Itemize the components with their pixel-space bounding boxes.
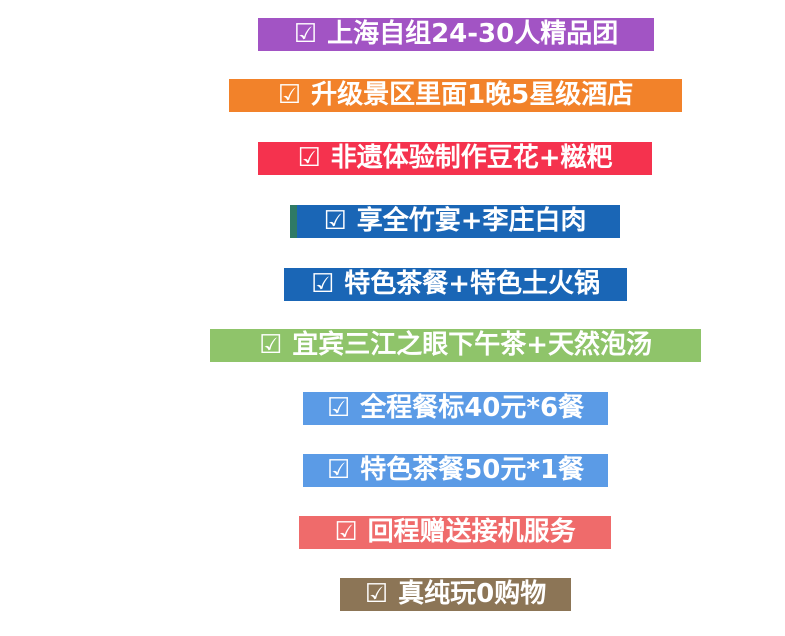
feature-tag-1: ☑ 上海自组24-30人精品团: [258, 18, 654, 51]
feature-label: 特色茶餐50元*1餐: [360, 455, 585, 485]
checkbox-icon: ☑: [277, 80, 302, 110]
checkbox-icon: ☑: [334, 517, 358, 547]
checkbox-icon: ☑: [310, 269, 335, 299]
feature-label: 上海自组24-30人精品团: [327, 19, 619, 49]
feature-label: 回程赠送接机服务: [367, 517, 576, 547]
feature-label: 特色茶餐+特色土火锅: [344, 269, 601, 299]
feature-label: 享全竹宴+李庄白肉: [356, 206, 587, 236]
feature-tag-6: ☑ 宜宾三江之眼下午茶+天然泡汤: [210, 329, 701, 362]
checkbox-icon: ☑: [297, 143, 321, 173]
tag-accent-stripe: [290, 205, 297, 238]
feature-tag-8: ☑ 特色茶餐50元*1餐: [303, 454, 608, 487]
feature-tag-5: ☑ 特色茶餐+特色土火锅: [284, 268, 627, 301]
feature-label: 宜宾三江之眼下午茶+天然泡汤: [292, 330, 653, 360]
feature-tag-9: ☑ 回程赠送接机服务: [299, 516, 611, 549]
checkbox-icon: ☑: [326, 455, 351, 485]
feature-tag-7: ☑ 全程餐标40元*6餐: [303, 392, 608, 425]
feature-tag-3: ☑ 非遗体验制作豆花+糍粑: [258, 142, 652, 175]
checkbox-icon: ☑: [323, 206, 347, 236]
feature-tag-4: ☑ 享全竹宴+李庄白肉: [290, 205, 620, 238]
feature-label: 真纯玩0购物: [398, 579, 547, 609]
checkbox-icon: ☑: [364, 579, 389, 609]
feature-tag-2: ☑ 升级景区里面1晚5星级酒店: [229, 79, 682, 112]
feature-label: 全程餐标40元*6餐: [360, 393, 585, 423]
checkbox-icon: ☑: [293, 19, 318, 49]
feature-tag-10: ☑ 真纯玩0购物: [340, 578, 571, 611]
checkbox-icon: ☑: [258, 330, 283, 360]
feature-label: 非遗体验制作豆花+糍粑: [330, 143, 613, 173]
feature-label: 升级景区里面1晚5星级酒店: [311, 80, 634, 110]
checkbox-icon: ☑: [326, 393, 351, 423]
